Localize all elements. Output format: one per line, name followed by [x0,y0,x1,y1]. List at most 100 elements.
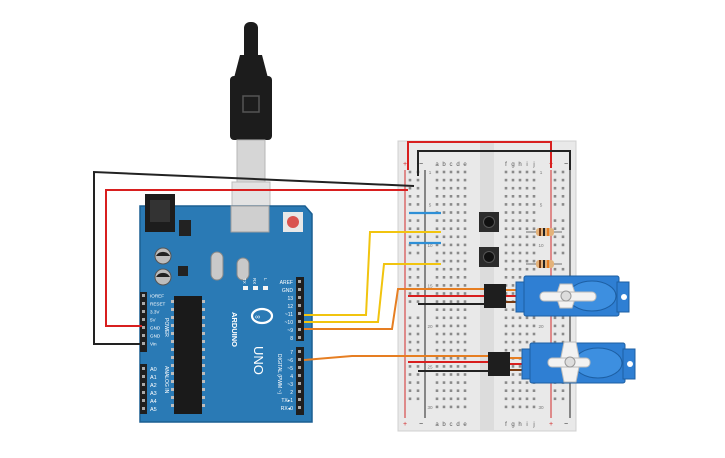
header-pin[interactable] [298,280,301,283]
crystal-oscillator-2 [236,257,250,281]
column-label: h [518,162,521,168]
wire-pin11-yellow[interactable] [304,231,441,316]
wire-pin6-orange[interactable] [303,355,490,361]
analog-section-label: ANALOG IN [163,366,169,394]
pushbutton-2[interactable] [479,247,499,267]
servo-motor-2[interactable] [488,341,636,384]
breadboard-hole [442,357,446,360]
rail-hole [408,203,412,206]
breadboard-hole [463,292,467,295]
header-pin[interactable] [142,302,145,305]
resistor-1-band-2 [543,228,545,236]
rail-hole [561,316,565,320]
rail-hole [408,284,412,287]
resistor-2-band-3 [547,260,549,268]
header-pin[interactable] [298,358,301,361]
breadboard-hole [511,251,515,255]
header-pin[interactable] [142,367,145,370]
breadboard-hole [532,340,536,344]
header-pin[interactable] [142,342,145,345]
chip-pin [171,332,174,335]
rail-hole [553,332,557,336]
header-pin[interactable] [298,296,301,299]
breadboard-hole [532,324,536,328]
breadboard-hole [463,178,467,182]
resistor-1[interactable] [526,228,562,236]
breadboard-hole [449,235,453,239]
wire-gnd-black[interactable] [93,170,415,345]
analog-pin-label: A4 [150,399,157,405]
breadboard-hole [449,397,453,401]
status-leds: TX RX L [242,278,268,290]
rail-polarity-label: − [564,161,568,168]
wire-pin10-yellow[interactable] [304,263,441,323]
reset-button[interactable] [287,216,299,228]
header-pin[interactable] [298,350,301,353]
breadboard-hole [532,267,536,271]
header-pin[interactable] [142,407,145,410]
wire-rail-jumper-black[interactable] [417,150,571,176]
header-pin[interactable] [298,320,301,323]
header-pin[interactable] [298,336,301,339]
pushbutton-2-cap[interactable] [483,251,495,263]
servo-motor-1[interactable] [484,275,630,317]
row-number: 25 [427,364,433,369]
breadboard-hole [463,405,467,409]
header-pin[interactable] [142,326,145,329]
breadboard-hole [504,203,508,206]
chip-pin [202,332,205,335]
header-pin[interactable] [298,366,301,369]
usb-strain-relief [234,55,268,78]
digital-pin-label: TX▸1 [281,398,293,404]
header-pin[interactable] [298,312,301,315]
breadboard-hole [435,276,439,279]
breadboard-hole [525,211,529,214]
breadboard-hole [532,235,536,239]
column-label: a [435,162,439,168]
rail-hole [416,332,420,336]
header-pin[interactable] [142,375,145,378]
header-pin[interactable] [142,318,145,321]
breadboard-hole [504,405,508,409]
wire-pin9-orange[interactable] [304,288,486,330]
pushbutton-1-cap[interactable] [483,216,495,228]
breadboard-hole [449,178,453,182]
wire-5v-red[interactable] [105,189,408,327]
arduino-uno-board[interactable]: TX RX L ∞ ARDUINO UNO DIGITAL (PWM ~) PO… [139,194,313,423]
wire-rail-jumper-red[interactable] [407,141,552,170]
breadboard-hole [456,348,460,352]
breadboard-hole [511,195,515,198]
breadboard-hole [456,251,460,255]
header-pin[interactable] [298,406,301,409]
breadboard-hole [504,381,508,384]
resistor-2[interactable] [526,260,562,268]
rail-hole [553,340,557,344]
header-pin[interactable] [142,399,145,402]
header-pin[interactable] [142,294,145,297]
pushbutton-1[interactable] [479,212,499,232]
digital-pin-label: 13 [287,296,293,302]
breadboard-hole [435,300,439,303]
column-label: f [505,422,507,428]
breadboard-hole [511,348,515,352]
breadboard-hole [463,259,467,263]
header-pin[interactable] [298,304,301,307]
header-pin[interactable] [298,390,301,393]
breadboard-hole [463,373,467,376]
header-pin[interactable] [142,391,145,394]
breadboard-hole [518,267,522,271]
header-pin[interactable] [142,310,145,313]
usb-cable[interactable] [230,22,272,227]
header-pin[interactable] [298,374,301,377]
header-pin[interactable] [298,328,301,331]
header-pin[interactable] [142,383,145,386]
breadboard-hole [435,195,439,198]
header-pin[interactable] [142,334,145,337]
header-pin[interactable] [298,382,301,385]
digital-pin-label: RX◂0 [281,406,293,412]
header-pin[interactable] [298,398,301,401]
breadboard-hole [525,170,529,174]
breadboard-hole [518,397,522,401]
header-pin[interactable] [298,288,301,291]
power-pin-label: IOREF [150,294,164,299]
